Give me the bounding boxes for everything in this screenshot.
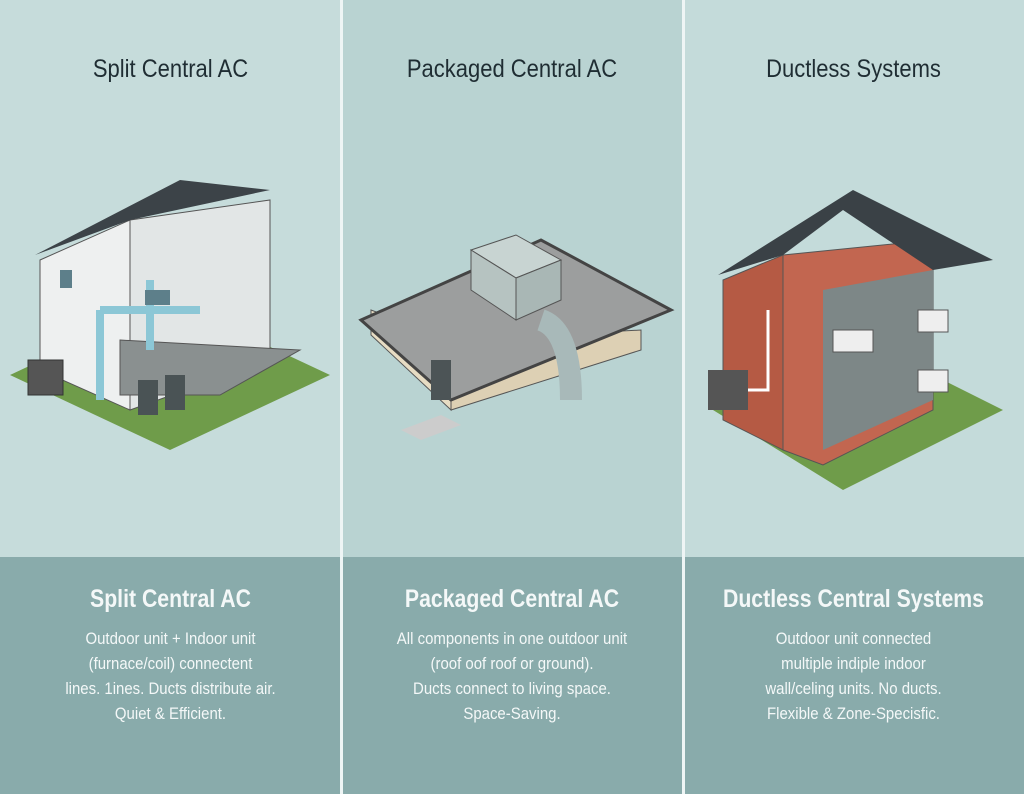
panel-packaged: Packaged Central AC Packaged Central AC … [341, 0, 683, 794]
divider [682, 0, 685, 794]
panel-description: Outdoor unit + Indoor unit (furnace/coil… [20, 626, 320, 726]
desc-line: Outdoor unit connected [775, 629, 932, 648]
panel-split: Split Central AC Split Central AC Outdoo… [0, 0, 341, 794]
panel-description: Outdoor unit connected multiple indiple … [703, 626, 1003, 726]
desc-line: (furnace/coil) connectent [88, 654, 253, 673]
desc-line: Flexible & Zone-Specisfic. [767, 704, 940, 723]
panel-title: Ductless Central Systems [722, 585, 985, 613]
desc-line: Ducts connect to living space. [413, 679, 611, 698]
panel-title: Split Central AC [90, 585, 251, 613]
split-house-illustration [10, 180, 330, 450]
panel-heading: Ductless Systems [766, 55, 941, 83]
panel-heading: Packaged Central AC [406, 55, 618, 83]
desc-line: multiple indiple indoor [781, 654, 926, 673]
panel-ductless: Ductless Systems Ductless Central System… [683, 0, 1024, 794]
desc-line: Space-Saving. [463, 704, 561, 723]
panel-title: Packaged Central AC [404, 585, 620, 613]
desc-line: (roof oof roof or ground). [430, 654, 594, 673]
desc-line: All components in one outdoor unit [396, 629, 628, 648]
desc-line: Outdoor unit + Indoor unit [85, 629, 256, 648]
desc-line: wall/celing units. No ducts. [765, 679, 942, 698]
panel-heading: Split Central AC [92, 55, 249, 83]
desc-line: Quiet & Efficient. [114, 704, 227, 723]
packaged-house-illustration [358, 234, 675, 440]
desc-line: lines. 1ines. Ducts distribute air. [65, 679, 276, 698]
divider [340, 0, 343, 794]
ductless-house-illustration [708, 190, 1003, 490]
panel-description: All components in one outdoor unit (roof… [362, 626, 663, 726]
